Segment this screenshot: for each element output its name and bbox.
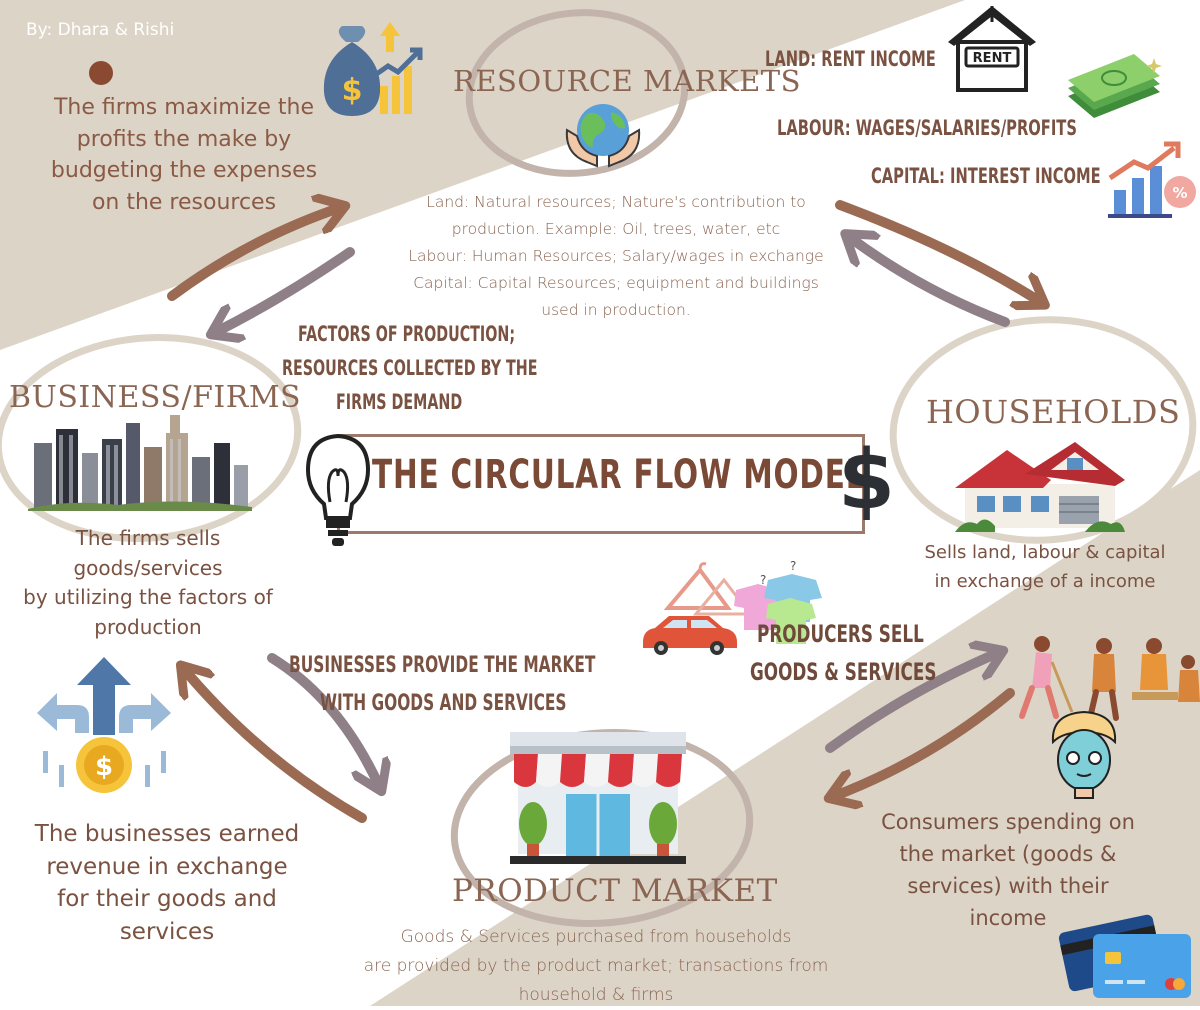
consumers-spending-text: Consumers spending on the market (goods … — [860, 806, 1156, 934]
factors-line-1: FACTORS OF PRODUCTION; — [298, 322, 516, 346]
byline: By: Dhara & Rishi — [26, 20, 175, 40]
arrow-resources-to-households — [835, 200, 1042, 303]
firms-desc-line-3: by utilizing the factors of — [23, 585, 273, 609]
producers-sell-line-2: GOODS & SERVICES — [750, 658, 937, 686]
arrow-resources-to-firms — [214, 247, 355, 333]
factors-of-production-line3: FIRMS DEMAND — [336, 385, 462, 419]
globe-in-hands-icon — [565, 104, 641, 168]
arrow-product-to-firms — [183, 668, 367, 823]
clothes-hangers-icon: ? ? — [663, 560, 822, 644]
resource-desc-line-2: production. Example: Oil, trees, water, … — [451, 220, 781, 238]
land-income-label: LAND: RENT INCOME — [765, 47, 936, 71]
resource-desc-line-1: Land: Natural resources; Nature's contri… — [426, 193, 806, 211]
firms-desc-line-1: The firms sells — [75, 526, 221, 550]
consumers-spending-line-1: Consumers spending on — [881, 810, 1135, 834]
svg-text:?: ? — [760, 573, 766, 587]
bottom-right-band — [370, 470, 1200, 1006]
svg-text:$: $ — [342, 73, 363, 108]
households-description: Sells land, labour & capital in exchange… — [910, 538, 1180, 596]
rent-sign-text: RENT — [973, 51, 1012, 66]
page-title: THE CIRCULAR FLOW MODEL — [372, 452, 866, 498]
bar-chart-percent-icon: % — [1108, 141, 1196, 218]
businesses-earned-line-4: services — [119, 918, 215, 945]
consumers-spending-line-4: income — [969, 906, 1047, 930]
resource-desc-line-4: Capital: Capital Resources; equipment an… — [413, 274, 819, 292]
producers-sell-line-1: PRODUCERS SELL — [757, 620, 924, 648]
storefront-icon — [510, 732, 686, 864]
top-left-band — [0, 0, 965, 350]
product-market-description: Goods & Services purchased from househol… — [340, 923, 852, 1010]
households-desc-line-2: in exchange of a income — [934, 571, 1156, 592]
firms-maximize-line-3: budgeting the expenses — [50, 158, 318, 183]
arrow-firms-to-resources — [167, 207, 342, 301]
resource-markets-title: RESOURCE MARKETS — [453, 64, 802, 98]
svg-text:?: ? — [790, 560, 796, 573]
business-firms-title: BUSINESS/FIRMS — [9, 380, 302, 415]
city-skyline-icon — [28, 415, 252, 511]
arrow-firms-to-product — [267, 653, 380, 788]
firms-maximize-line-1: The firms maximize the — [53, 95, 315, 120]
product-desc-line-3: household & firms — [518, 985, 674, 1005]
firms-maximize-text: The firms maximize the profits the make … — [36, 92, 332, 218]
households-desc-line-1: Sells land, labour & capital — [924, 542, 1166, 563]
businesses-earned-line-1: The businesses earned — [34, 821, 300, 847]
light-bulb-icon — [305, 433, 371, 546]
businesses-provide-line-1: BUSINESSES PROVIDE THE MARKET — [289, 653, 596, 678]
capital-income-label: CAPITAL: INTEREST INCOME — [871, 164, 1101, 188]
firms-desc-line-2: goods/services — [73, 555, 223, 580]
dollar-icon: $ — [838, 433, 896, 528]
product-desc-line-1: Goods & Services purchased from househol… — [400, 927, 792, 947]
money-bag-growth-icon: $ — [323, 22, 423, 116]
labour-income-label: LABOUR: WAGES/SALARIES/PROFITS — [777, 116, 1077, 140]
product-desc-line-2: are provided by the product market; tran… — [363, 956, 829, 976]
resource-markets-ellipse — [465, 9, 689, 177]
firms-maximize-line-4: on the resources — [91, 189, 277, 215]
businesses-earned-text: The businesses earned revenue in exchang… — [22, 818, 312, 948]
businesses-earned-line-3: for their goods and — [57, 886, 277, 912]
factors-of-production-text: FACTORS OF PRODUCTION; — [298, 317, 515, 351]
svg-text:%: % — [1172, 184, 1187, 202]
consumers-spending-line-2: the market (goods & — [899, 842, 1117, 866]
svg-text:$: $ — [95, 752, 113, 782]
households-ellipse — [889, 316, 1197, 544]
firms-desc-line-4: production — [94, 614, 202, 639]
revenue-arrows-coin-icon: $ — [37, 657, 171, 793]
factors-line-3: FIRMS DEMAND — [336, 390, 463, 414]
resource-desc-line-3: Labour: Human Resources; Salary/wages in… — [408, 247, 824, 265]
credit-cards-icon — [1058, 914, 1191, 998]
producers-sell-line2: GOODS & SERVICES — [750, 653, 936, 691]
factors-of-production-line2: RESOURCES COLLECTED BY THE — [282, 351, 537, 385]
car-icon — [643, 616, 737, 655]
business-firms-ellipse — [0, 334, 302, 542]
businesses-provide-line-2: WITH GOODS AND SERVICES — [320, 691, 567, 716]
people-workers-icon — [1019, 636, 1200, 721]
businesses-provide-line2: WITH GOODS AND SERVICES — [320, 685, 567, 723]
resource-markets-description: Land: Natural resources; Nature's contri… — [380, 189, 852, 324]
arrow-households-to-resources — [848, 236, 1010, 327]
cash-stack-icon — [1068, 54, 1162, 118]
arrow-product-to-households — [825, 652, 1000, 753]
product-market-title: PRODUCT MARKET — [452, 873, 778, 909]
factors-line-2: RESOURCES COLLECTED BY THE — [282, 356, 538, 380]
spa-face-icon — [1051, 710, 1117, 799]
arrow-households-to-product — [832, 688, 1015, 797]
bullet-dot — [89, 61, 113, 85]
businesses-earned-line-2: revenue in exchange — [46, 853, 288, 880]
house-icon — [955, 442, 1125, 532]
households-title: HOUSEHOLDS — [926, 393, 1181, 431]
firms-maximize-line-2: profits the make by — [76, 126, 292, 152]
resource-desc-line-5: used in production. — [541, 301, 691, 319]
consumers-spending-line-3: services) with their — [907, 874, 1109, 898]
producers-sell-text: PRODUCERS SELL — [757, 615, 924, 653]
businesses-provide-text: BUSINESSES PROVIDE THE MARKET — [289, 647, 595, 685]
business-firms-description: The firms sells goods/services by utiliz… — [8, 524, 288, 642]
rent-sign-icon: RENT — [948, 6, 1036, 92]
